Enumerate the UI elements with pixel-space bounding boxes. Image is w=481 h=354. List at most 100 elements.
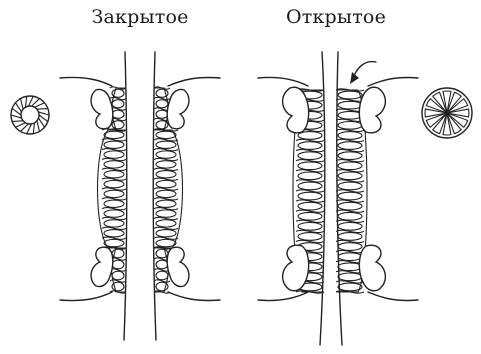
connexon-bead [156, 89, 168, 97]
connexon-bead [338, 182, 362, 190]
connexon-bead [156, 210, 176, 217]
connexon-bead [112, 271, 124, 280]
connexon-bead [338, 212, 362, 220]
closed-bottom-left-lobe [91, 247, 113, 286]
connexon-bead [298, 142, 322, 150]
connexon-bead [338, 273, 362, 281]
ring-hatch-line [33, 123, 34, 134]
ring-hatch-line [38, 118, 44, 127]
connexon-bead [104, 220, 124, 227]
connexon-bead [298, 202, 322, 210]
connexon-bead [338, 111, 362, 119]
connexon-bead [112, 249, 124, 258]
connexon-bead [338, 223, 362, 231]
connexon-bead [338, 192, 362, 200]
connexon-bead [338, 122, 362, 130]
connexon-bead [104, 151, 124, 158]
connexon-bead [112, 282, 124, 291]
closed-channel [60, 52, 220, 340]
connexon-bead [338, 132, 362, 140]
connexon-bead [104, 161, 124, 168]
connexon-bead [112, 110, 124, 118]
connexon-bead [104, 141, 124, 148]
connexon-bead [156, 200, 176, 207]
connexon-bead [112, 100, 124, 108]
ring-hatch-line [21, 99, 24, 110]
connexon-bead [156, 131, 176, 138]
open-bottom-left-lobe [283, 245, 309, 290]
connexon-bead [298, 152, 322, 160]
connexon-bead [298, 192, 322, 200]
ring-hatch-line [11, 115, 22, 118]
connexon-bead [156, 190, 176, 197]
closed-channel-wall-left [124, 52, 127, 340]
connexon-bead [338, 202, 362, 210]
connexon-bead [104, 131, 124, 138]
connexon-bead [298, 233, 322, 241]
ring-hatch-line [37, 121, 40, 132]
connexon-bead [156, 161, 176, 168]
connexon-bead [156, 141, 176, 148]
ring-hatch-line [35, 103, 45, 107]
connexon-bead [104, 239, 124, 246]
connexon-bead [104, 210, 124, 217]
closed-membrane-top-left [60, 77, 112, 86]
connexon-bead [338, 243, 362, 251]
closed-membrane-top-right [168, 77, 220, 86]
connexon-bead [156, 220, 176, 227]
connexon-bead [104, 171, 124, 178]
closed-top-right-lobe [167, 89, 189, 128]
connexon-bead [156, 151, 176, 158]
connexon-bead [104, 230, 124, 237]
closed-membrane-bottom-left [60, 292, 112, 301]
ring-hatch-line [15, 103, 21, 112]
connexon-bead [104, 180, 124, 187]
connexon-bead [338, 263, 362, 271]
connexon-bead [338, 142, 362, 150]
connexon-bead [338, 152, 362, 160]
closed-top-left-lobe [91, 89, 113, 128]
open-bottom-right-lobe [359, 245, 385, 290]
connexon-bead [298, 162, 322, 170]
connexon-bead [112, 260, 124, 269]
closed-bottom-right-lobe [167, 247, 189, 286]
connexon-bead [104, 200, 124, 207]
connexon-bead [156, 180, 176, 187]
ring-hatch-line [15, 123, 25, 127]
connexon-bead [112, 121, 124, 129]
open-top-left-lobe [283, 87, 309, 132]
connexon-bead [298, 212, 322, 220]
open-cross-section-icon [422, 88, 472, 138]
open-membrane-top-right [368, 77, 418, 86]
ring-hatch-line [37, 109, 48, 110]
connexon-bead [104, 190, 124, 197]
open-channel-wall-left [320, 52, 325, 345]
connexon-bead [338, 172, 362, 180]
closed-channel-wall-right [153, 52, 156, 340]
connexon-bead [156, 121, 168, 129]
connexon-bead [156, 100, 168, 108]
ring-hatch-line [26, 96, 27, 107]
connexon-bead [156, 249, 168, 258]
connexon-bead [156, 282, 168, 291]
ring-hatch-line [38, 112, 49, 115]
connexon-bead [338, 283, 362, 291]
connexon-bead [156, 239, 176, 246]
open-channel [258, 52, 418, 345]
connexon-bead [298, 223, 322, 231]
connexon-bead [338, 91, 362, 99]
open-membrane-top-left [258, 77, 308, 86]
connexon-bead [156, 230, 176, 237]
connexon-bead [298, 182, 322, 190]
connexon-bead [338, 233, 362, 241]
closed-cross-section-icon [11, 96, 49, 134]
connexon-bead [112, 89, 124, 97]
closed-membrane-bottom-right [168, 292, 220, 301]
curved-arrow-icon [350, 62, 376, 84]
connexon-bead [156, 271, 168, 280]
connexon-bead [298, 172, 322, 180]
open-membrane-bottom-left [258, 292, 308, 301]
connexon-bead [338, 253, 362, 261]
